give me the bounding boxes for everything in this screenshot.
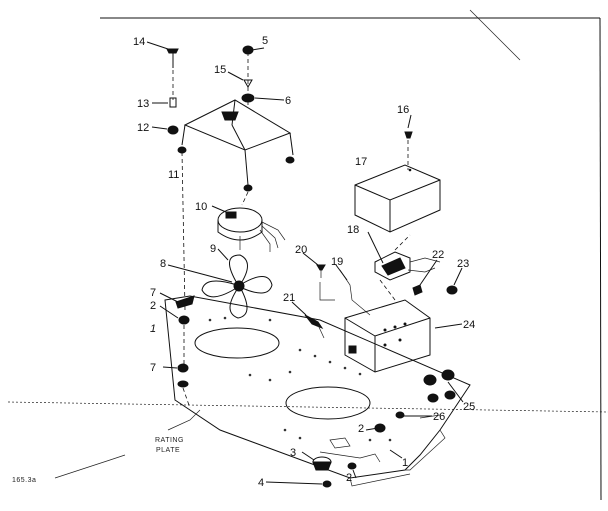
callout-6-bottom: 7 xyxy=(150,362,156,374)
washer-7 xyxy=(175,295,195,309)
fastener-3 xyxy=(312,456,332,471)
fan-opening xyxy=(194,327,280,359)
callout-3: 3 xyxy=(290,447,296,459)
fan-hub xyxy=(233,280,245,292)
callout-8: 8 xyxy=(160,258,166,270)
rotary-switch xyxy=(374,234,441,301)
callout-6-top: 6 xyxy=(285,95,291,107)
terminal-block xyxy=(329,437,351,449)
callout-labels: 14 5 15 6 13 12 11 16 17 10 18 9 20 19 2… xyxy=(133,35,475,489)
callout-23: 23 xyxy=(457,258,469,270)
callout-2-right: 2 xyxy=(358,423,364,435)
drain-opening xyxy=(285,386,371,420)
callout-20: 20 xyxy=(295,244,307,256)
rating-plate-label-1: RATING xyxy=(155,437,184,444)
callout-9: 9 xyxy=(210,243,216,255)
nut-2-left xyxy=(178,315,190,325)
part-22 xyxy=(412,284,423,296)
grommet-6-bottom xyxy=(177,363,189,373)
feet-25 xyxy=(423,369,456,403)
callout-4: 4 xyxy=(258,477,264,489)
callout-16: 16 xyxy=(397,104,409,116)
fan-blade xyxy=(201,254,273,319)
callout-26: 26 xyxy=(433,411,445,423)
rating-plate-label-2: PLATE xyxy=(156,447,180,454)
screw-20 xyxy=(316,264,326,278)
nut-5-bottom xyxy=(177,380,189,388)
callout-11: 11 xyxy=(168,169,179,181)
callout-17: 17 xyxy=(355,156,367,168)
callout-13: 13 xyxy=(137,98,149,110)
figure-code: 165.3a xyxy=(12,477,36,484)
frame-lines xyxy=(7,9,608,501)
callout-18: 18 xyxy=(347,224,359,236)
callout-15: 15 xyxy=(214,64,226,76)
callout-24: 24 xyxy=(463,319,475,331)
nut-2-bottom xyxy=(347,462,357,470)
callout-19: 19 xyxy=(331,256,343,268)
leader-lines xyxy=(146,41,464,485)
motor-mount xyxy=(177,52,295,206)
screw-14 xyxy=(166,48,179,68)
callout-10: 10 xyxy=(195,201,207,213)
callout-21: 21 xyxy=(283,292,295,304)
fan-motor xyxy=(217,207,286,252)
grommet-6-top xyxy=(241,93,255,103)
screw-4 xyxy=(322,480,332,488)
base-plate xyxy=(164,295,471,487)
part-23 xyxy=(446,285,458,295)
callout-12: 12 xyxy=(137,122,149,134)
callout-1-left: 1 xyxy=(150,323,156,335)
callout-1: 1 xyxy=(402,457,408,469)
switch-cover xyxy=(354,164,441,233)
nut-5-top xyxy=(242,45,254,55)
callout-2-left: 2 xyxy=(150,300,156,312)
grommet-12 xyxy=(167,125,179,135)
clip-26 xyxy=(374,411,441,433)
part-21 xyxy=(304,314,325,339)
control-bracket xyxy=(344,299,431,373)
callout-25: 25 xyxy=(463,401,475,413)
callout-22: 22 xyxy=(432,249,444,261)
washer-15 xyxy=(243,79,253,89)
callout-7: 7 xyxy=(150,287,156,299)
screw-16 xyxy=(404,131,413,170)
spacer-13 xyxy=(169,97,177,108)
callout-5-top: 5 xyxy=(262,35,268,47)
callout-2-bottom: 2 xyxy=(346,472,352,484)
callout-14: 14 xyxy=(133,36,145,48)
